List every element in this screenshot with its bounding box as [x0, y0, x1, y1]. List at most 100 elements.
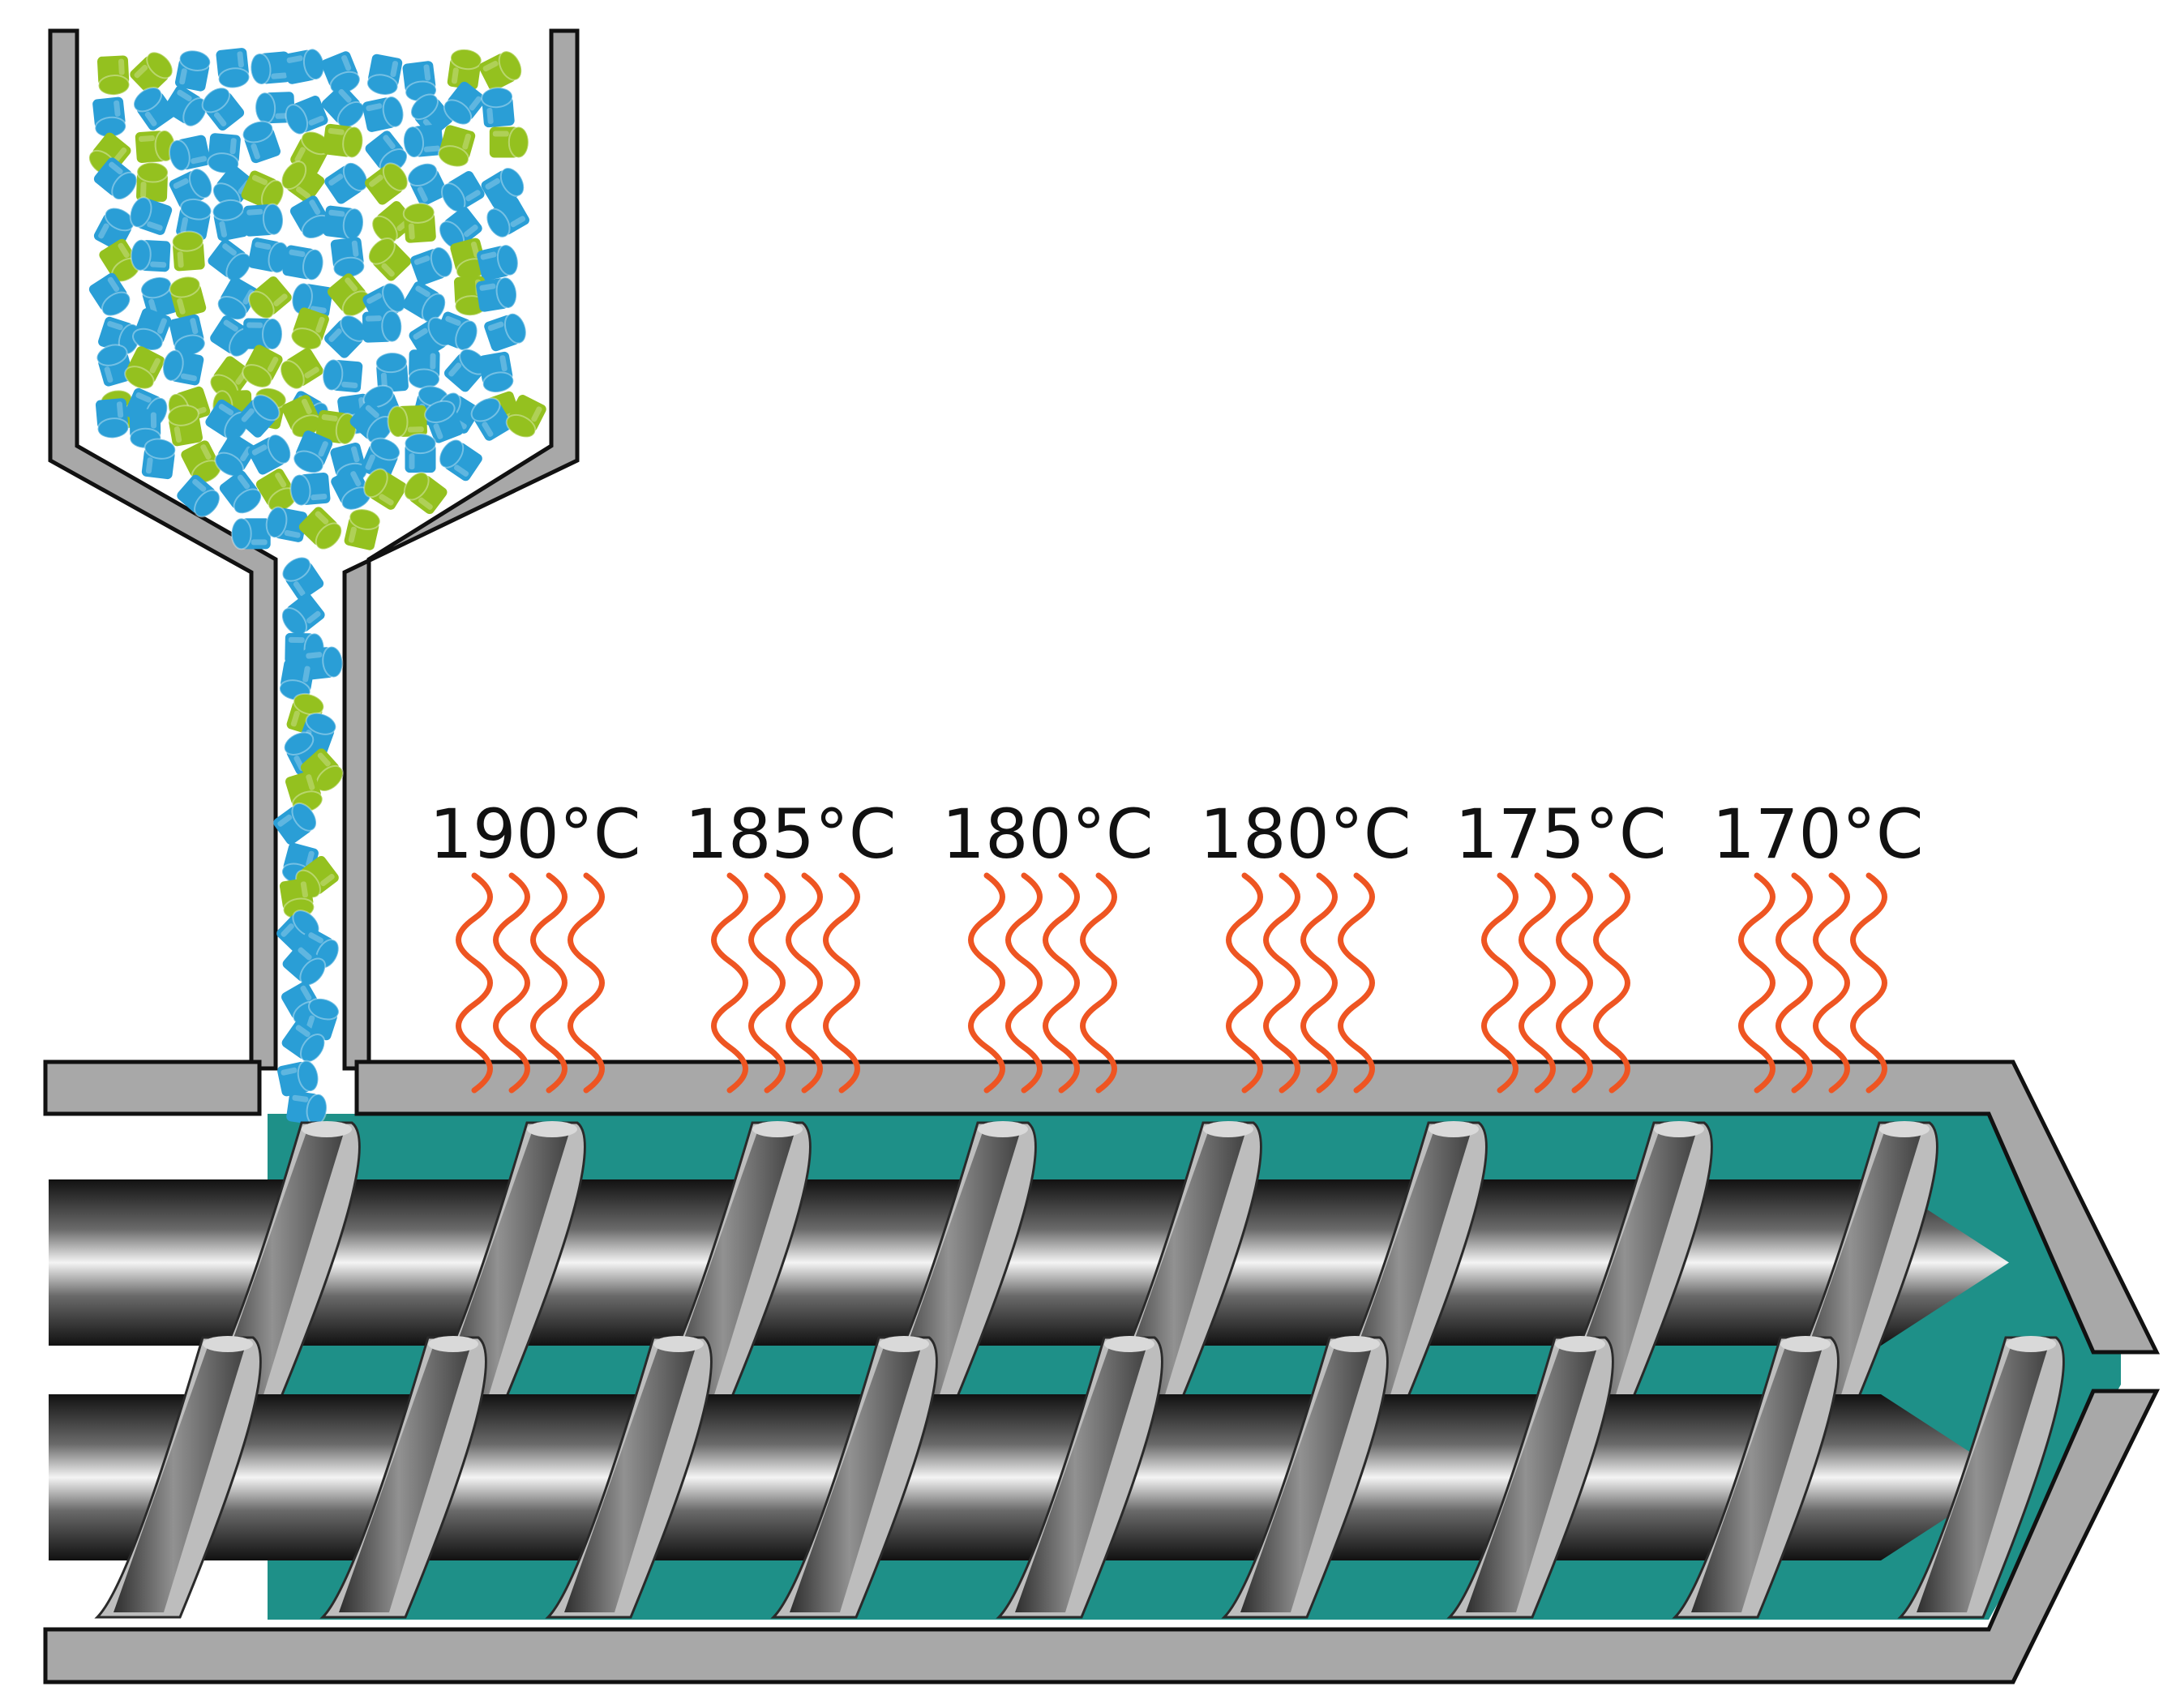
heat-wave-icon — [748, 872, 786, 1094]
pellet-icon — [361, 437, 401, 481]
heat-wave-icon — [456, 872, 493, 1094]
pellet-icon — [130, 51, 173, 95]
pellet-icon — [242, 318, 284, 351]
heat-wave-icon — [1481, 872, 1518, 1094]
pellet-icon — [298, 507, 343, 550]
pellet-icon — [321, 84, 365, 129]
pellet-icon — [484, 312, 527, 352]
pellet-icon — [362, 310, 403, 343]
pellet-icon — [439, 439, 482, 482]
pellet-icon — [443, 348, 487, 392]
pellet-icon — [255, 469, 298, 512]
zone-1-temperature: 190°C — [430, 794, 641, 874]
pellet-icon — [281, 556, 324, 601]
screw-flight — [545, 1336, 713, 1619]
pellet-icon — [93, 157, 138, 200]
pellet-icon — [424, 400, 464, 443]
heat-wave-icon — [1226, 872, 1263, 1094]
pellet-icon — [366, 54, 403, 96]
twin-screw — [49, 1121, 2065, 1619]
pellet-icon — [489, 126, 529, 159]
pellet-icon — [362, 96, 405, 132]
pellet-icon — [141, 438, 177, 480]
pellet-icon — [437, 125, 476, 168]
pellet-icon — [162, 349, 204, 386]
zone-5-heat — [1481, 872, 1630, 1094]
pellet-icon — [403, 471, 448, 515]
pellet-icon — [402, 202, 436, 243]
heat-wave-icon — [786, 872, 823, 1094]
pellet-icon — [404, 433, 437, 473]
pellet-icon — [208, 238, 252, 282]
pellet-icon — [216, 276, 259, 321]
heat-wave-icon — [1263, 872, 1300, 1094]
screw-flight — [1094, 1121, 1262, 1404]
pellet-icon — [286, 1090, 328, 1126]
pellet-icon — [439, 207, 482, 250]
heat-wave-icon — [493, 872, 530, 1094]
pellet-icon — [330, 237, 366, 279]
pellet-icon — [364, 162, 409, 205]
pellet-icon — [408, 349, 441, 390]
pellet-icon — [219, 470, 263, 515]
pellet-icon — [281, 161, 325, 203]
heat-wave-icon — [1080, 872, 1117, 1094]
pellet-icon — [324, 161, 368, 204]
pellet-icon — [407, 162, 448, 207]
screw-flight — [1897, 1336, 2065, 1619]
pellet-icon — [315, 409, 358, 445]
pellet-icon — [133, 87, 175, 131]
pellet-icon — [505, 395, 546, 439]
pellet-icon — [481, 87, 515, 128]
zone-2-heat — [711, 872, 860, 1094]
screw-flight — [770, 1336, 938, 1619]
heat-wave-icon — [1850, 872, 1887, 1094]
pellet-icon — [402, 124, 443, 159]
pellet-icon — [289, 472, 331, 507]
pellet-icon — [322, 123, 364, 159]
heat-wave-icon — [530, 872, 568, 1094]
pellet-icon — [375, 352, 409, 392]
pellet-icon — [95, 398, 130, 439]
pellet-icon — [349, 400, 394, 444]
pellet-icon — [277, 1059, 319, 1097]
pellet-icon — [282, 943, 327, 987]
screw-flight — [1545, 1121, 1713, 1404]
zone-6-heat — [1738, 872, 1887, 1094]
pellet-icon — [327, 273, 371, 317]
screw-flight — [1221, 1336, 1389, 1619]
pellet-icon — [216, 48, 251, 89]
pellet-icon — [169, 168, 213, 208]
pellet-icon — [470, 397, 512, 441]
pellet-icon — [124, 346, 165, 390]
pellet-icon — [478, 50, 523, 92]
pellet-icon — [344, 508, 381, 550]
pellet-icon — [273, 802, 318, 845]
pellet-icon — [443, 81, 486, 126]
screw-flight — [996, 1336, 1163, 1619]
pellet-icon — [237, 394, 281, 438]
pellet-icon — [281, 593, 325, 636]
pellet-icon — [243, 203, 285, 237]
pellet-icon — [130, 238, 171, 272]
pellet-icon — [176, 198, 212, 241]
heat-wave-icon — [1556, 872, 1593, 1094]
pellet-icon — [281, 1021, 326, 1064]
pellet-icon — [486, 196, 529, 238]
pellet-icon — [285, 96, 328, 135]
pellet-icon — [230, 517, 271, 550]
pellet-icon — [171, 230, 205, 272]
pellet-icon — [212, 199, 248, 242]
heat-wave-icon — [1775, 872, 1813, 1094]
heat-wave-icon — [1300, 872, 1338, 1094]
pellet-icon — [293, 430, 333, 474]
pellet-icon — [365, 131, 409, 175]
pellet-icon — [209, 356, 252, 400]
pellet-icon — [363, 468, 407, 510]
heat-wave-icon — [823, 872, 860, 1094]
pellet-icon — [98, 316, 141, 355]
pellet-icon — [435, 311, 478, 352]
zone-1-heat — [456, 872, 605, 1094]
pellet-icon — [250, 51, 291, 85]
